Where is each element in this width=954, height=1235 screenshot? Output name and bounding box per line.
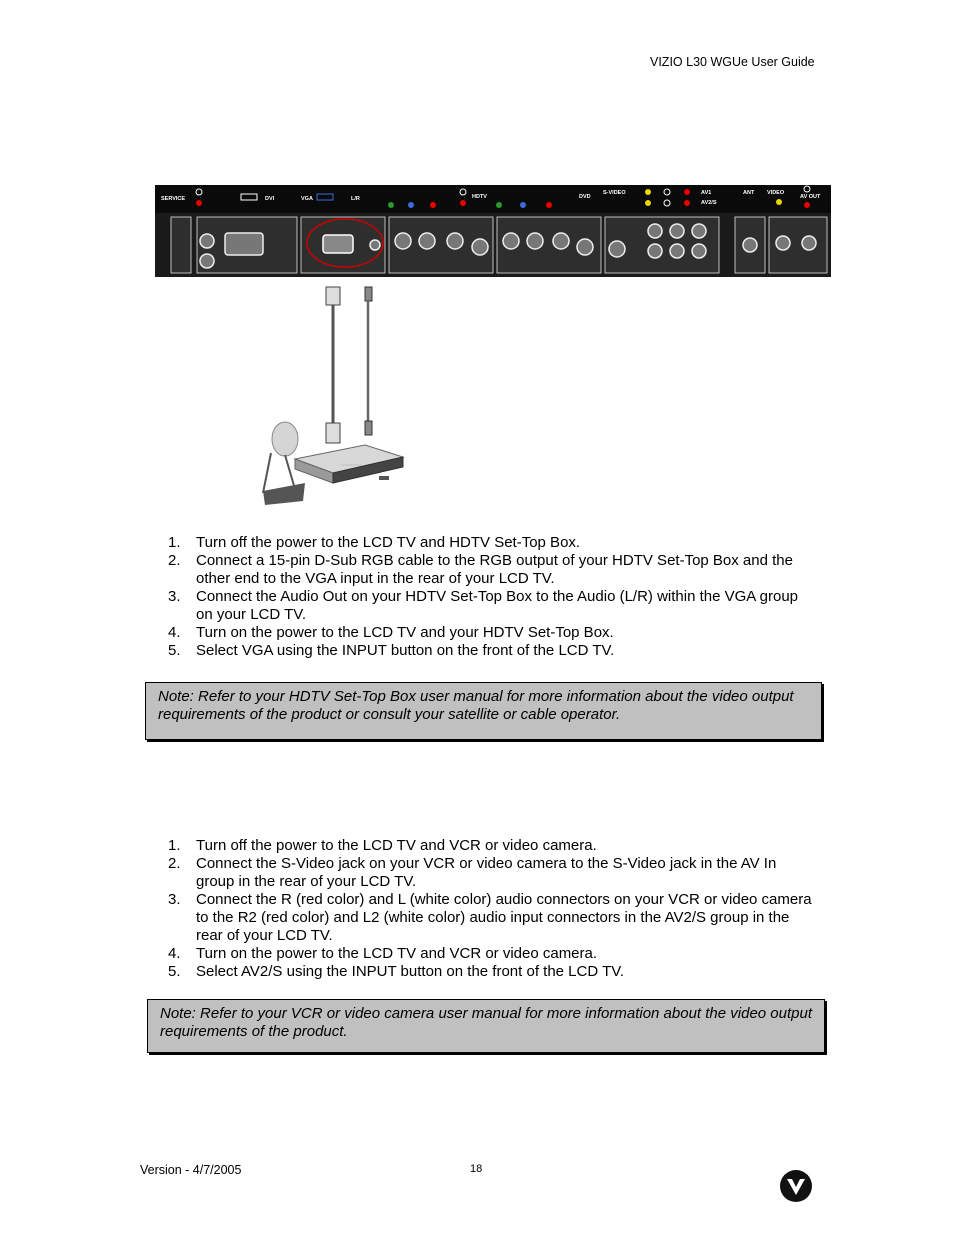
list-item: 2.Connect a 15-pin D-Sub RGB cable to th… <box>168 552 793 587</box>
panel-label-hdtv: HDTV <box>472 194 487 200</box>
vga-port <box>322 234 354 254</box>
steps-list-vcr: 1.Turn off the power to the LCD TV and V… <box>164 837 814 981</box>
page-number: 18 <box>470 1163 483 1175</box>
list-item: 5.Select AV2/S using the INPUT button on… <box>168 963 625 980</box>
panel-label-vga: VGA <box>301 196 313 202</box>
panel-label-av1: AV1 <box>701 190 711 196</box>
label-bar-jack-markers <box>195 185 811 208</box>
rear-panel-label-bar <box>155 185 831 213</box>
panel-label-dvi: DVI <box>265 196 275 202</box>
footer-version: Version - 4/7/2005 <box>140 1163 242 1177</box>
note-box-hdtv: Note: Refer to your HDTV Set-Top Box use… <box>145 682 822 740</box>
list-item: 4.Turn on the power to the LCD TV and yo… <box>168 624 614 641</box>
list-item: 4.Turn on the power to the LCD TV and VC… <box>168 945 598 962</box>
steps-list-hdtv: 1.Turn off the power to the LCD TV and H… <box>164 534 814 660</box>
panel-label-dvd: DVD <box>579 194 591 200</box>
panel-label-service: SERVICE <box>161 196 185 202</box>
list-item: 2.Connect the S-Video jack on your VCR o… <box>168 855 777 890</box>
list-item: 1.Turn off the power to the LCD TV and V… <box>168 837 597 854</box>
audio-cable <box>364 286 373 436</box>
note-box-vcr: Note: Refer to your VCR or video camera … <box>147 999 825 1053</box>
panel-label-ant: ANT <box>743 190 755 196</box>
list-item: 5.Select VGA using the INPUT button on t… <box>168 642 615 659</box>
satellite-dish <box>262 421 305 505</box>
list-item: 1.Turn off the power to the LCD TV and H… <box>168 534 581 551</box>
vga-highlight-circle <box>306 218 384 268</box>
header-title: VIZIO L30 WGUe User Guide <box>650 55 815 69</box>
vizio-logo-icon <box>780 1170 812 1202</box>
panel-label-video: VIDEO <box>767 190 785 196</box>
panel-label-av-out: AV OUT <box>800 194 821 200</box>
list-item: 3.Connect the Audio Out on your HDTV Set… <box>168 588 798 623</box>
panel-label-svideo: S-VIDEO <box>603 190 626 196</box>
vga-cable <box>325 286 341 444</box>
set-top-box <box>293 444 405 484</box>
list-item: 3.Connect the R (red color) and L (white… <box>168 891 812 944</box>
panel-label-av2s: AV2/S <box>701 200 717 206</box>
panel-label-lr: L/R <box>351 196 360 202</box>
connection-diagram: SERVICE DVI VGA L/R HDTV DVD S-VIDEO AV1… <box>155 185 831 505</box>
